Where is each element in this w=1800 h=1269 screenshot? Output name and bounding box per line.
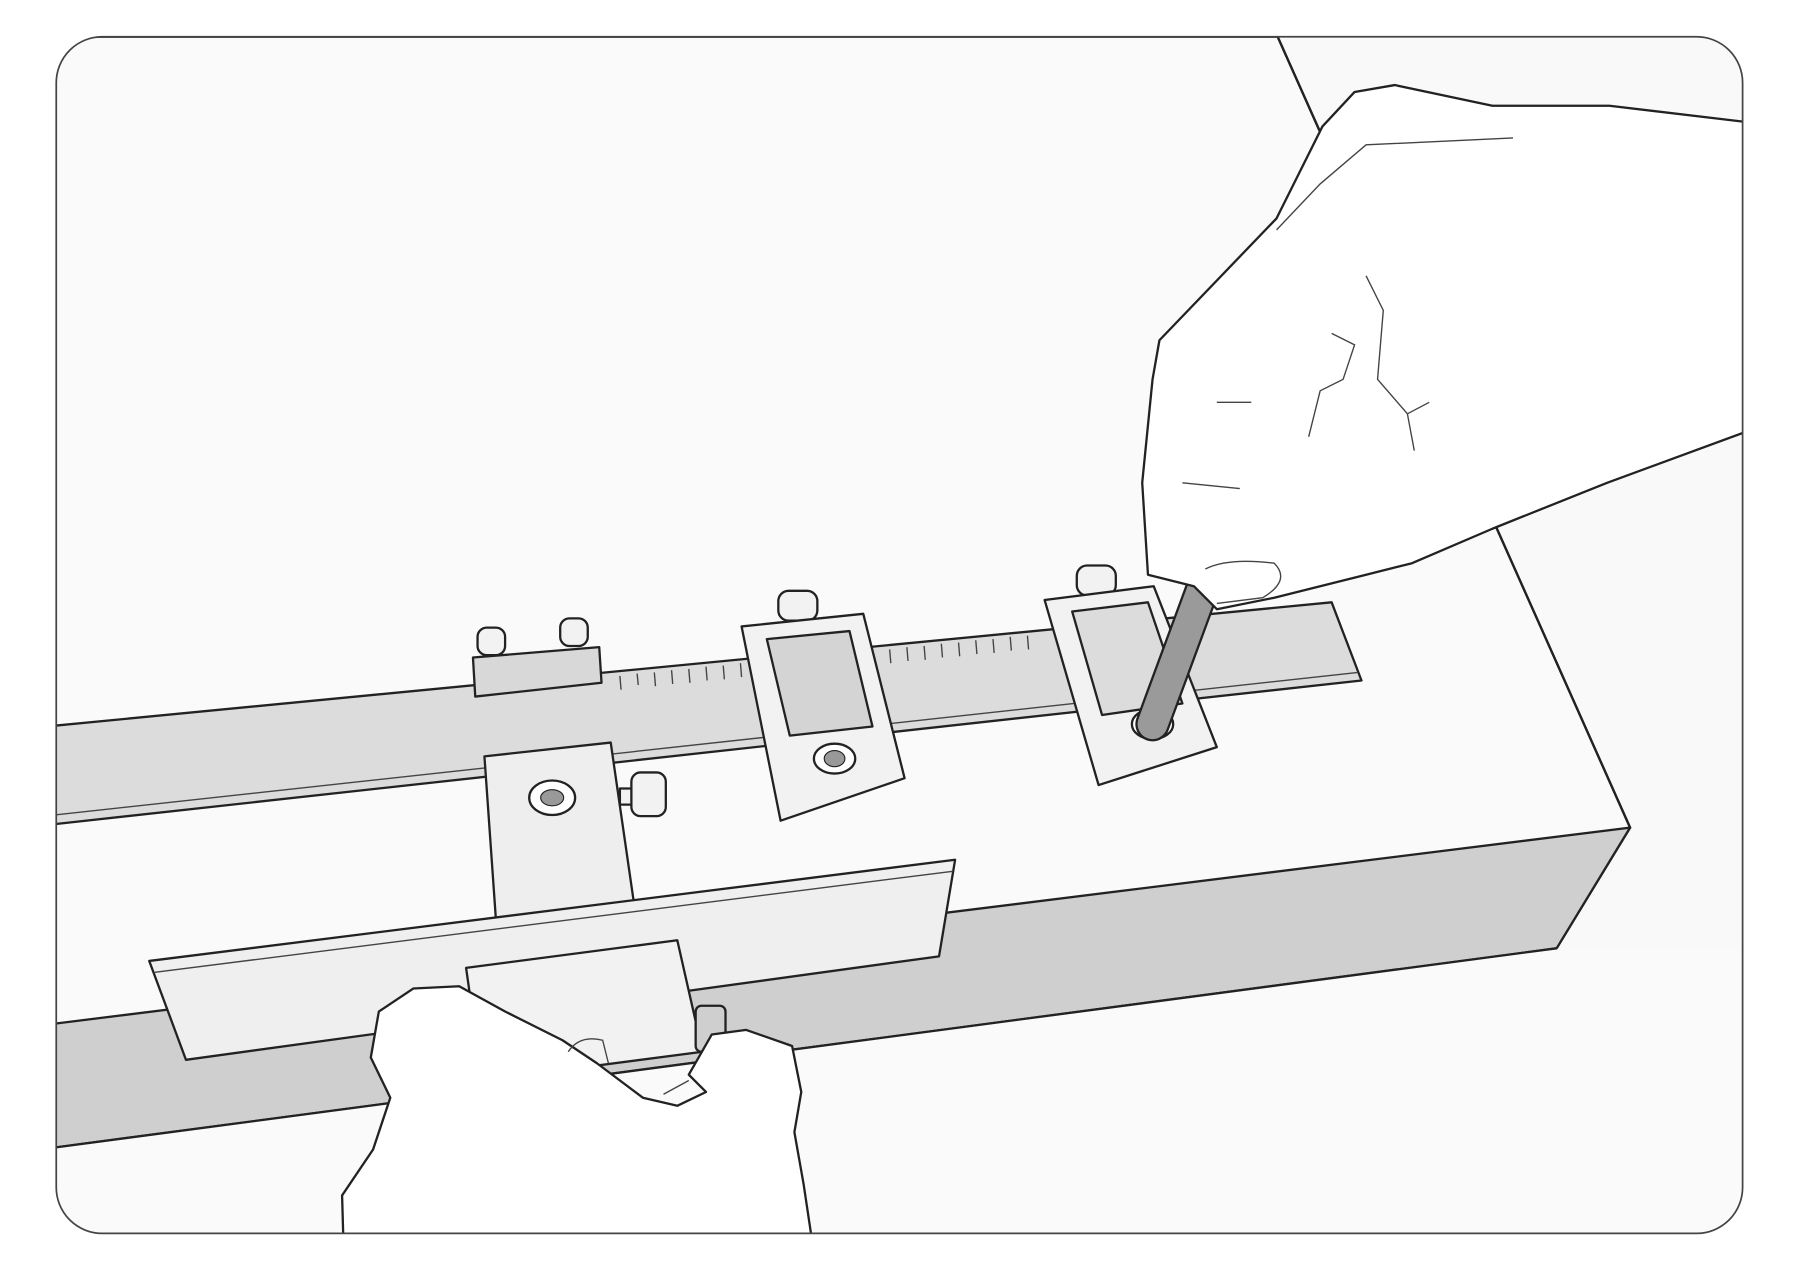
frame-border [55,35,1744,1235]
rail [56,601,1363,829]
square-vertical-plate [483,741,667,921]
right-hand [1141,83,1743,611]
rail-scale-ticks [619,635,1030,690]
left-stop-block [471,617,603,698]
middle-guide-block [740,589,906,822]
left-hand [340,985,819,1234]
